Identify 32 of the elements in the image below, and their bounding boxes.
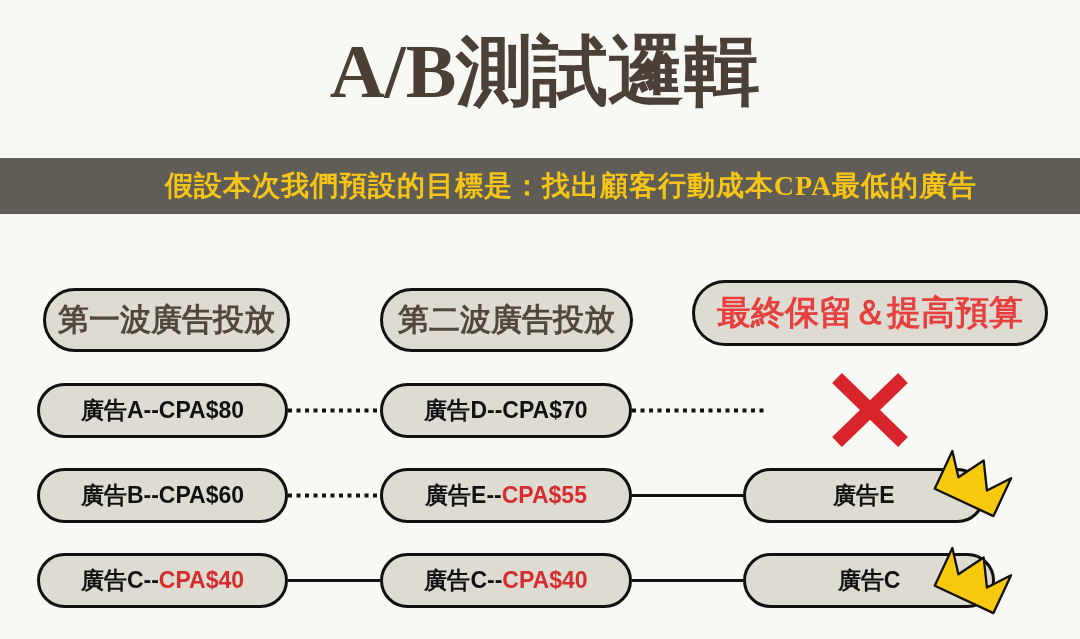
dotted-connector bbox=[288, 493, 380, 498]
ad-label: 廣告C-- bbox=[80, 566, 159, 595]
connector-line bbox=[632, 494, 743, 497]
ad-label: 廣告D--CPA$70 bbox=[424, 396, 588, 425]
ad-label: 廣告C-- bbox=[424, 566, 503, 595]
ad-label: 廣告E-- bbox=[425, 481, 502, 510]
header-text: 第二波廣告投放 bbox=[398, 301, 615, 339]
goal-banner bbox=[0, 158, 1080, 214]
title: A/B測試邏輯 bbox=[329, 30, 761, 114]
header-text: 第一波廣告投放 bbox=[58, 301, 275, 339]
dotted-connector bbox=[632, 408, 765, 413]
cpa-value: CPA$40 bbox=[502, 567, 588, 594]
cross-icon bbox=[832, 373, 908, 447]
ad-label: 廣告C bbox=[837, 566, 901, 595]
ad-pill bbox=[37, 468, 288, 523]
ad-label: 廣告B--CPA$60 bbox=[80, 481, 245, 510]
connector-line bbox=[632, 579, 743, 582]
ad-pill bbox=[37, 383, 288, 438]
ad-pill bbox=[380, 553, 632, 608]
cpa-value: CPA$55 bbox=[501, 482, 587, 509]
stage-header bbox=[380, 288, 633, 352]
ad-pill bbox=[380, 383, 632, 438]
cpa-value: CPA$40 bbox=[158, 567, 245, 594]
dotted-connector bbox=[288, 408, 380, 413]
header-text: 最終保留＆提高預算 bbox=[717, 292, 1023, 333]
ad-label: 廣告E bbox=[833, 481, 895, 510]
ad-label: 廣告A--CPA$80 bbox=[80, 396, 245, 425]
goal-text: 假設本次我們預設的目標是：找出顧客行動成本CPA最低的廣告 bbox=[164, 169, 978, 203]
ad-pill bbox=[380, 468, 632, 523]
ad-pill bbox=[37, 553, 288, 608]
stage-header bbox=[43, 288, 290, 352]
connector-line bbox=[288, 579, 380, 582]
